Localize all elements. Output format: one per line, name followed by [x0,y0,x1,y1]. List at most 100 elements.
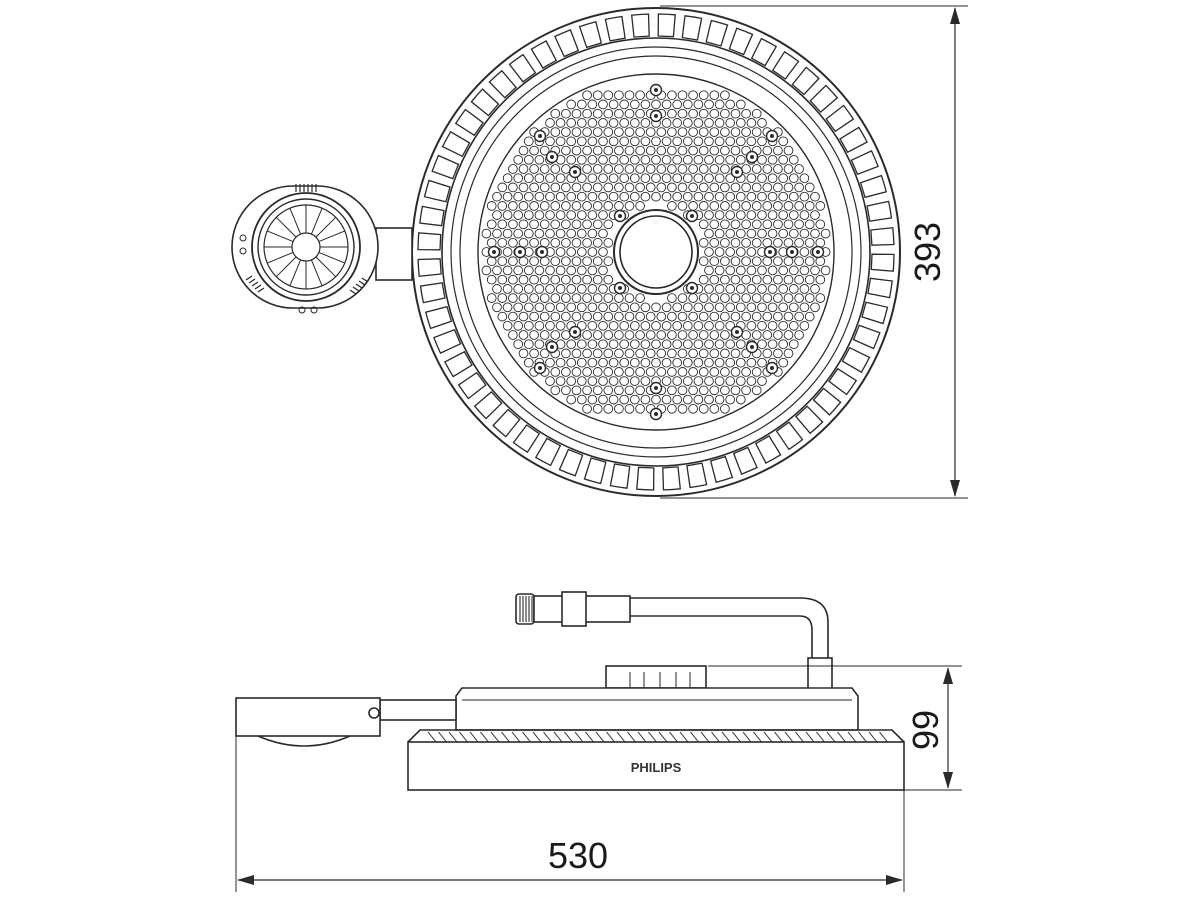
led [555,173,566,184]
side-fin [501,731,510,743]
led [508,293,518,303]
led [730,182,741,193]
sensor-dome [257,735,351,747]
led [656,182,667,193]
led [788,210,799,220]
led [582,127,592,137]
fin [841,346,871,374]
led [799,320,810,331]
led [773,293,783,303]
led [576,118,587,128]
led [725,173,736,184]
led [693,173,704,184]
led [757,339,767,350]
led [672,191,683,202]
led [714,210,725,220]
led [571,145,582,156]
led [550,274,561,285]
vent [355,283,363,289]
led [709,293,720,303]
led [751,164,762,174]
led [773,145,783,156]
led [529,311,539,322]
led [735,284,746,294]
led [815,293,826,303]
led [635,108,645,119]
led [741,108,751,119]
fin [444,350,473,378]
led [598,394,608,405]
led [783,182,794,193]
fin [417,258,442,278]
fin [705,19,729,47]
screw-center [690,214,694,218]
led [566,118,577,128]
led [508,201,518,211]
led [693,394,704,405]
led [651,173,661,184]
led [773,348,783,359]
led [624,293,635,303]
led [693,376,704,386]
led [788,284,799,294]
led [592,164,603,174]
led [555,284,566,294]
led [592,367,603,377]
led [698,256,709,267]
led [773,164,783,174]
led [566,376,577,386]
led [682,118,693,128]
led [576,357,587,368]
led [619,302,630,313]
led [614,385,624,396]
led [783,164,794,174]
side-fin [522,731,531,743]
led [539,330,550,340]
led [508,182,518,193]
led [545,228,555,239]
led [640,394,651,405]
led [794,201,804,211]
led [704,339,714,350]
fin [839,126,868,154]
vent [361,277,369,283]
led [619,118,630,128]
led [746,357,757,368]
led [656,311,667,322]
led [497,237,508,248]
led [566,247,577,257]
led [614,293,624,303]
led [794,293,804,303]
led [587,136,598,147]
led [778,228,789,239]
led [539,274,550,285]
led [688,311,698,322]
led [545,136,555,147]
led [757,210,767,220]
led [555,247,566,257]
led [725,99,736,110]
led [545,265,555,276]
led [714,136,725,147]
led [539,182,550,193]
led [667,164,677,174]
cable-connector [515,591,833,693]
side-fin [795,731,804,743]
led [502,191,513,202]
led [582,367,592,377]
led [661,357,672,368]
led [735,136,746,147]
led [735,99,746,110]
side-fin [837,731,846,743]
fin [424,305,453,330]
led [598,247,608,257]
led [561,182,571,193]
fin [771,50,800,80]
led [773,237,783,248]
sensor-center [291,232,321,262]
side-fin [585,731,594,743]
led [762,311,773,322]
led [725,376,736,386]
